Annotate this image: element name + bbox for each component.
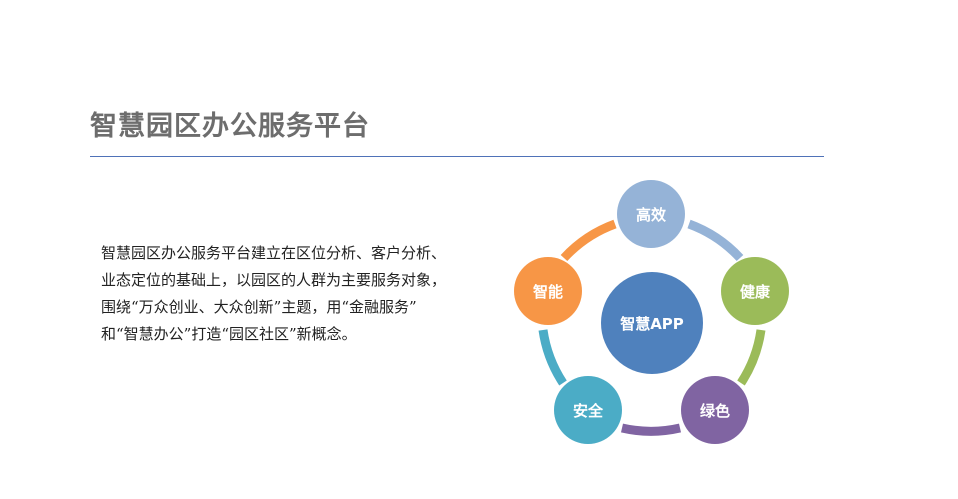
arc-anquan-zhineng	[538, 329, 567, 386]
node-circle-lvse	[681, 376, 749, 444]
arc-zhineng-gaoxiao	[560, 219, 617, 262]
node-gaoxiao: 高效	[617, 180, 685, 248]
paragraph-line-1: 智慧园区办公服务平台建立在区位分析、客户分析、	[101, 244, 447, 262]
node-label-gaoxiao: 高效	[636, 206, 667, 224]
node-label-anquan: 安全	[573, 402, 604, 420]
node-lvse: 绿色	[681, 376, 749, 444]
node-anquan: 安全	[554, 376, 622, 444]
node-circle-zhineng	[514, 257, 582, 325]
node-circle-anquan	[554, 376, 622, 444]
node-circle-jiankang	[721, 257, 789, 325]
arc-jiankang-lvse	[737, 329, 766, 386]
arc-gaoxiao-jiankang	[687, 219, 744, 262]
node-jiankang: 健康	[721, 257, 789, 325]
node-label-lvse: 绿色	[700, 402, 730, 420]
page-title: 智慧园区办公服务平台	[90, 111, 370, 142]
center-circle	[601, 272, 703, 374]
description-paragraph: 智慧园区办公服务平台建立在区位分析、客户分析、 业态定位的基础上，以园区的人群为…	[101, 240, 481, 348]
paragraph-line-2: 业态定位的基础上，以园区的人群为主要服务对象，	[101, 271, 447, 289]
paragraph-line-4: 和“智慧办公”打造“园区社区”新概念。	[101, 325, 357, 343]
node-zhineng: 智能	[514, 257, 582, 325]
paragraph-line-3: 围绕“万众创业、大众创新”主题，用“金融服务”	[101, 298, 417, 316]
node-label-jiankang: 健康	[740, 283, 771, 301]
title-underline	[90, 156, 824, 157]
arc-lvse-anquan	[620, 423, 682, 436]
center-label: 智慧APP	[620, 315, 684, 333]
node-circle-gaoxiao	[617, 180, 685, 248]
node-label-zhineng: 智能	[533, 283, 563, 301]
